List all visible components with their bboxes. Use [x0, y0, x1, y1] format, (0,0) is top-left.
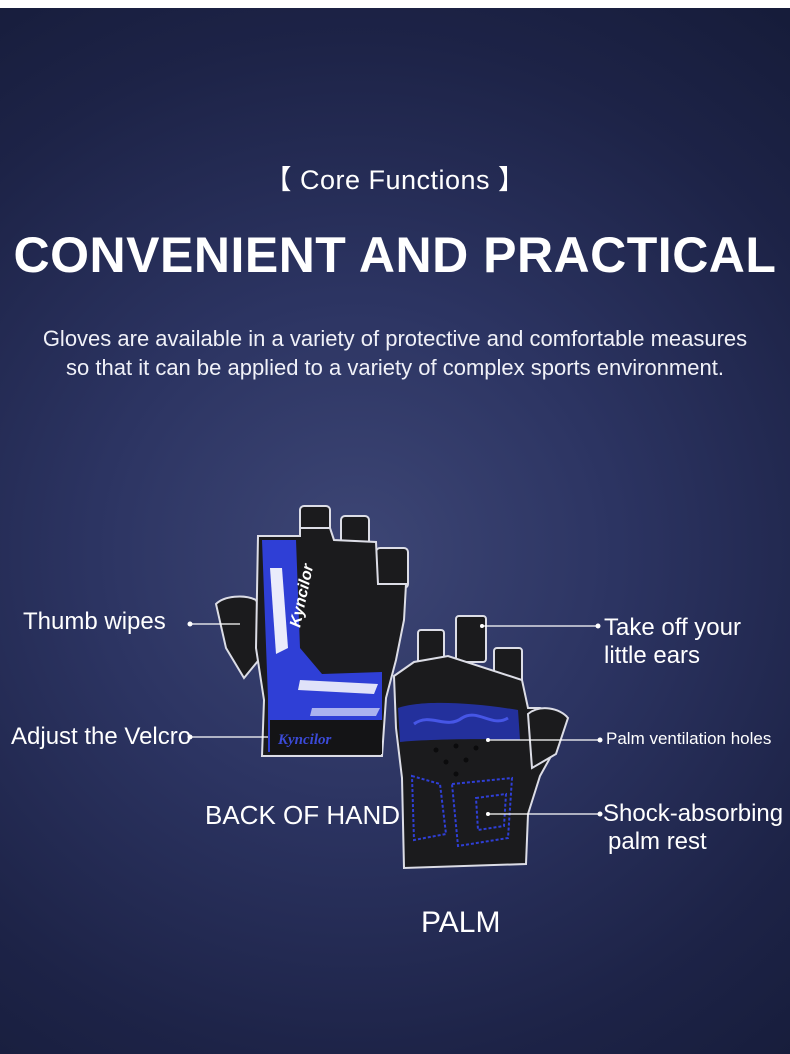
caption-back-of-hand: BACK OF HAND: [205, 800, 401, 830]
section-eyebrow: 【 Core Functions 】: [264, 165, 526, 195]
callout-shock-absorbing: Shock-absorbing palm rest: [603, 800, 783, 856]
palm-glove: [392, 615, 570, 870]
callout-take-off-line2: little ears: [604, 642, 701, 669]
callout-take-off-ears: Take off your little ears: [604, 614, 741, 670]
back-of-hand-glove: Kyncilor Kyncilor: [214, 505, 409, 757]
callout-palm-ventilation: Palm ventilation holes: [606, 729, 772, 748]
callout-lines: [190, 623, 600, 815]
caption-palm: PALM: [421, 906, 501, 939]
page-title: CONVENIENT AND PRACTICAL: [13, 227, 777, 283]
callout-take-off-line1: Take off your: [604, 614, 741, 641]
product-feature-panel: 【 Core Functions 】 CONVENIENT AND PRACTI…: [0, 8, 790, 1054]
callout-dots: [187, 621, 603, 817]
glove-illustration: Kyncilor Kyncilor: [187, 505, 603, 870]
callout-thumb-wipes: Thumb wipes: [23, 608, 166, 635]
brand-wordmark-cuff: Kyncilor: [277, 732, 331, 748]
callout-adjust-velcro: Adjust the Velcro: [11, 723, 192, 750]
intro-paragraph: Gloves are available in a variety of pro…: [42, 326, 748, 380]
callout-shock-line1: Shock-absorbing: [603, 800, 784, 827]
callout-shock-line2: palm rest: [608, 828, 707, 855]
